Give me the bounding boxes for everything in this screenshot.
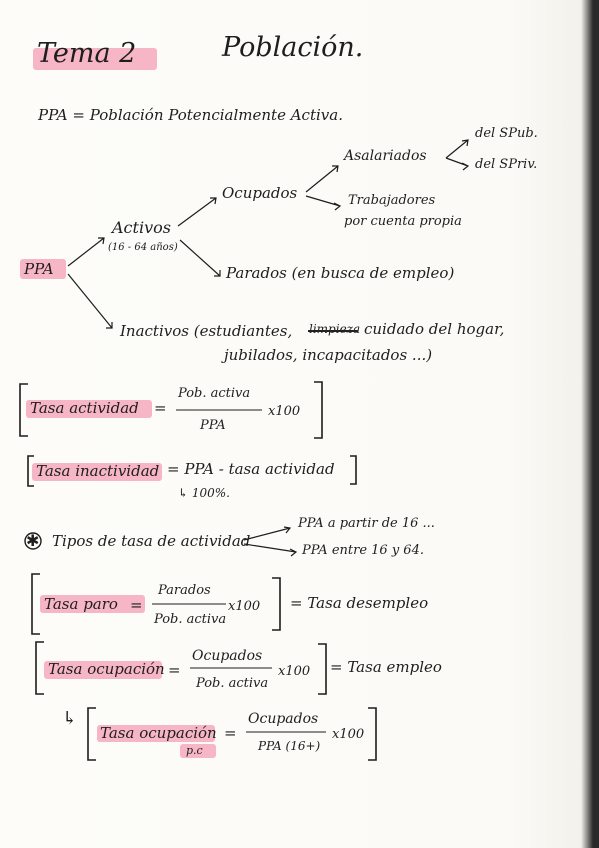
bracket-left-ocupacion [35, 641, 44, 695]
tasa-ocupacion-pc-den: PPA (16+) [258, 739, 321, 753]
highlight-tasa-paro [40, 595, 145, 613]
tipos-option-2: PPA entre 16 y 64. [302, 543, 424, 558]
tasa-ocupacion-pc-x100: x100 [332, 727, 365, 742]
arrow-tipos-2 [243, 543, 298, 557]
bracket-left-inactividad [27, 455, 34, 487]
bracket-right-ocupacion-pc [368, 707, 377, 761]
node-inactivos-hogar: cuidado del hogar, [364, 320, 505, 338]
highlight-tema [33, 48, 157, 70]
node-ppa: PPA [24, 260, 54, 278]
highlight-tasa-actividad [26, 400, 152, 418]
tasa-actividad-x100: x100 [268, 404, 301, 419]
tasa-paro-label: Tasa paro [44, 595, 118, 613]
pc-subscript: p.c [186, 744, 203, 757]
tasa-ocupacion-x100: x100 [278, 664, 311, 679]
node-trabajadores: Trabajadores [348, 193, 436, 208]
node-inactivos: Inactivos (estudiantes, [120, 322, 293, 340]
arrow-ppa-inactivos [67, 273, 113, 329]
node-cuenta-propia: por cuenta propia [344, 214, 462, 229]
tasa-actividad-den: PPA [200, 418, 226, 433]
tipos-label: Tipos de tasa de actividad [52, 532, 251, 550]
arrow-activos-parados [179, 239, 221, 277]
bracket-right-paro [272, 577, 281, 631]
tasa-ocupacion-rhs: = Tasa empleo [330, 658, 442, 676]
ppa-definition: PPA = Población Potencialmente Activa. [38, 106, 343, 124]
bracket-right-inactividad [350, 455, 357, 485]
node-activos: Activos [112, 218, 171, 237]
node-inactivos-tachado: limpieza [309, 322, 361, 336]
tasa-inactividad-label: Tasa inactividad [36, 462, 160, 480]
tasa-inactividad-rhs: = PPA - tasa actividad [167, 460, 335, 478]
tasa-paro-den: Pob. activa [154, 612, 227, 627]
eq-paro: = [130, 596, 143, 614]
page-title: Población. [222, 32, 364, 63]
bracket-left-ocupacion-pc [87, 707, 96, 761]
tipos-marker-icon: ✱ [26, 531, 40, 550]
node-ocupados: Ocupados [222, 184, 298, 202]
tasa-paro-x100: x100 [228, 599, 261, 614]
tasa-ocupacion-num: Ocupados [192, 648, 263, 664]
bracket-left-paro [31, 573, 40, 635]
tipos-option-1: PPA a partir de 16 ... [298, 516, 435, 531]
tasa-paro-rhs: = Tasa desempleo [290, 594, 429, 612]
tasa-actividad-num: Pob. activa [178, 386, 251, 401]
tasa-ocupacion-den: Pob. activa [196, 676, 269, 691]
node-asalariados: Asalariados [344, 148, 427, 164]
tasa-actividad-label: Tasa actividad [30, 399, 139, 417]
node-parados: Parados (en busca de empleo) [226, 264, 455, 282]
tasa-ocupacion-pc-num: Ocupados [248, 711, 319, 727]
arrow-ocupados-asalariados [305, 165, 339, 193]
arrow-asalariados-spub [445, 139, 469, 159]
node-del-spriv: del SPriv. [475, 157, 538, 172]
strikethrough-line [308, 330, 358, 332]
marker-circle [24, 532, 42, 550]
highlight-tasa-ocupacion-pc [97, 725, 215, 742]
bracket-right-ocupacion [318, 643, 327, 695]
tasa-paro-num: Parados [158, 583, 211, 598]
arrow-activos-ocupados [177, 197, 217, 227]
arrow-ppa-activos [67, 237, 105, 267]
highlight-tasa-ocupacion [44, 661, 162, 679]
bracket-right-actividad [314, 381, 323, 439]
bracket-left-actividad [19, 383, 28, 437]
highlight-ppa [20, 259, 66, 279]
arrow-tipos-1 [243, 526, 292, 541]
highlight-tasa-inactividad [32, 463, 162, 481]
tema-label: Tema 2 [37, 38, 137, 69]
node-inactivos-jubilados: jubilados, incapacitados ...) [224, 346, 433, 364]
tasa-ocupacion-label: Tasa ocupación [48, 660, 165, 678]
eq-ocupacion: = [168, 661, 181, 679]
return-arrow-icon: ↳ [62, 708, 78, 729]
arrow-ocupados-trabajadores [305, 195, 342, 211]
highlight-pc [180, 744, 216, 758]
eq-ocupacion-pc: = [224, 724, 237, 742]
eq-actividad: = [154, 399, 167, 417]
tasa-ocupacion-pc-label: Tasa ocupación [100, 724, 217, 742]
tasa-inactividad-nota: ↳ 100%. [178, 486, 230, 500]
arrow-asalariados-spriv [445, 157, 470, 171]
node-del-spub: del SPub. [475, 126, 538, 141]
node-activos-rango: (16 - 64 años) [108, 242, 178, 253]
